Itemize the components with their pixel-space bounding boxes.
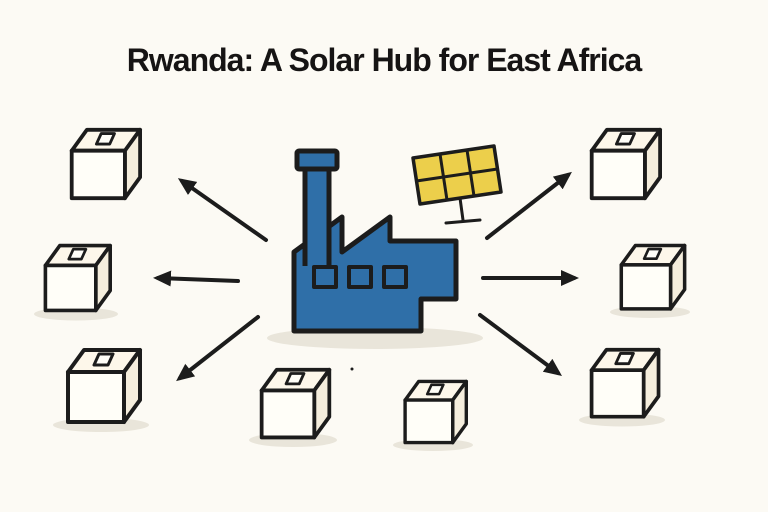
arrow-left: [153, 270, 240, 287]
arrow-lower-right: [478, 313, 563, 376]
package-box-top-left: [69, 127, 143, 201]
solar-panel-grid: [416, 149, 498, 201]
package-box-mid-left: [43, 243, 113, 313]
package-box-top-right: [589, 127, 662, 201]
factory-chimney: [302, 165, 332, 266]
factory-window: [347, 265, 373, 289]
arrow-upper-right: [485, 171, 572, 240]
package-box-bottom-center-right: [403, 379, 468, 445]
solar-panel-stand: [444, 196, 482, 225]
solar-panel-icon: [411, 144, 503, 225]
package-box-bottom-left: [66, 348, 142, 424]
speck-dot: [350, 367, 354, 371]
factory-icon: [291, 148, 459, 334]
package-box-bottom-right: [589, 347, 661, 419]
factory-window: [312, 265, 338, 289]
page-title: Rwanda: A Solar Hub for East Africa: [126, 42, 642, 78]
arrow-lower-left: [176, 315, 260, 382]
factory-window: [382, 265, 408, 289]
factory-chimney-cap: [294, 148, 340, 172]
package-box-bottom-center-left: [259, 367, 332, 440]
package-box-mid-right: [619, 243, 687, 311]
arrow-upper-left: [177, 178, 268, 242]
